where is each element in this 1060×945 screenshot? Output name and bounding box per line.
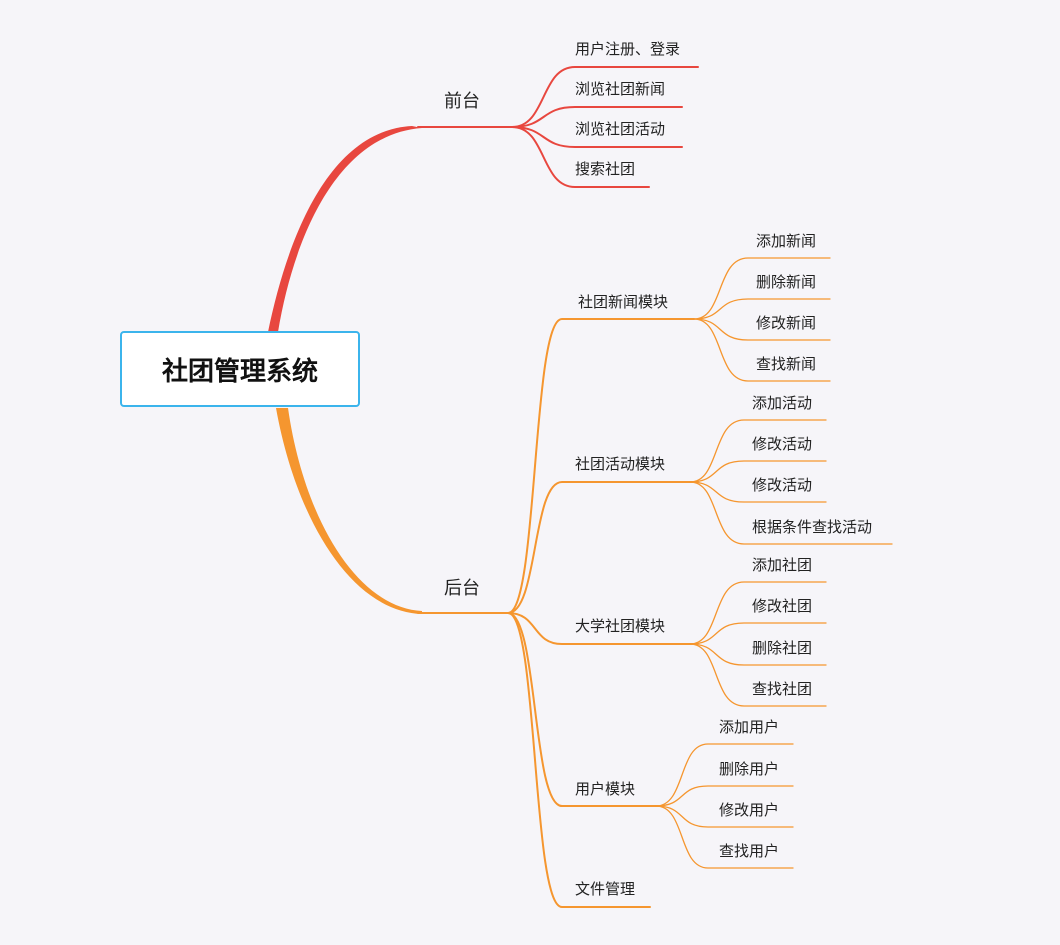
front-connector-0 <box>511 66 699 128</box>
module-connector-2 <box>507 612 695 645</box>
leaf-connector-3-2 <box>655 805 794 828</box>
clubs-item-add[interactable]: 添加社团 <box>752 556 813 574</box>
module-clubs-label[interactable]: 大学社团模块 <box>575 617 666 635</box>
front-connector-3 <box>511 126 650 188</box>
leaf-connector-0-2 <box>693 318 831 341</box>
root-node-label: 社团管理系统 <box>161 356 318 387</box>
users-item-find[interactable]: 查找用户 <box>719 842 780 860</box>
leaf-connector-1-1 <box>689 460 827 483</box>
activities-item-add[interactable]: 添加活动 <box>752 394 813 412</box>
leaf-connector-2-2 <box>689 643 827 666</box>
leaf-connector-1-3 <box>689 481 893 545</box>
trunk-back <box>276 408 422 614</box>
clubs-item-edit[interactable]: 修改社团 <box>752 597 813 615</box>
users-item-add[interactable]: 添加用户 <box>719 718 780 736</box>
clubs-item-find[interactable]: 查找社团 <box>752 680 813 698</box>
module-activities-label[interactable]: 社团活动模块 <box>575 455 666 473</box>
news-item-delete[interactable]: 删除新闻 <box>756 273 817 291</box>
clubs-item-delete[interactable]: 删除社团 <box>752 639 813 657</box>
leaf-connector-3-0 <box>655 743 794 807</box>
leaf-connector-2-1 <box>689 622 827 645</box>
leaf-connector-0-3 <box>693 318 831 382</box>
front-connector-2 <box>511 126 683 148</box>
news-item-edit[interactable]: 修改新闻 <box>756 314 817 332</box>
leaf-connector-1-2 <box>689 481 827 503</box>
leaf-connector-2-0 <box>689 581 827 645</box>
news-item-find[interactable]: 查找新闻 <box>756 355 817 373</box>
module-connector-4 <box>507 612 651 908</box>
activities-item-find-by-condition[interactable]: 根据条件查找活动 <box>752 518 873 536</box>
branch-back-label[interactable]: 后台 <box>444 578 480 599</box>
leaf-connector-2-3 <box>689 643 827 707</box>
leaf-connector-0-1 <box>693 298 831 320</box>
branch-front-label[interactable]: 前台 <box>444 91 480 112</box>
module-connector-3 <box>507 612 661 807</box>
users-item-edit[interactable]: 修改用户 <box>719 801 780 819</box>
root-node[interactable]: 社团管理系统 <box>120 331 360 407</box>
module-files-label[interactable]: 文件管理 <box>575 880 636 898</box>
module-connector-0 <box>507 318 695 614</box>
trunk-front <box>268 126 422 332</box>
front-connector-1 <box>511 106 683 128</box>
front-item-search-clubs[interactable]: 搜索社团 <box>575 160 636 178</box>
front-item-browse-activities[interactable]: 浏览社团活动 <box>575 120 666 138</box>
module-news-label[interactable]: 社团新闻模块 <box>578 293 669 311</box>
leaf-connector-1-0 <box>689 419 827 483</box>
front-item-register-login[interactable]: 用户注册、登录 <box>575 40 681 58</box>
front-item-browse-news[interactable]: 浏览社团新闻 <box>575 80 666 98</box>
leaf-connector-0-0 <box>693 257 831 320</box>
leaf-connector-3-1 <box>655 785 794 807</box>
module-connector-1 <box>507 481 695 614</box>
news-item-add[interactable]: 添加新闻 <box>756 232 817 250</box>
activities-item-edit-1[interactable]: 修改活动 <box>752 435 813 453</box>
leaf-connector-3-3 <box>655 805 794 869</box>
module-users-label[interactable]: 用户模块 <box>575 780 636 798</box>
users-item-delete[interactable]: 删除用户 <box>719 760 780 778</box>
activities-item-edit-2[interactable]: 修改活动 <box>752 476 813 494</box>
